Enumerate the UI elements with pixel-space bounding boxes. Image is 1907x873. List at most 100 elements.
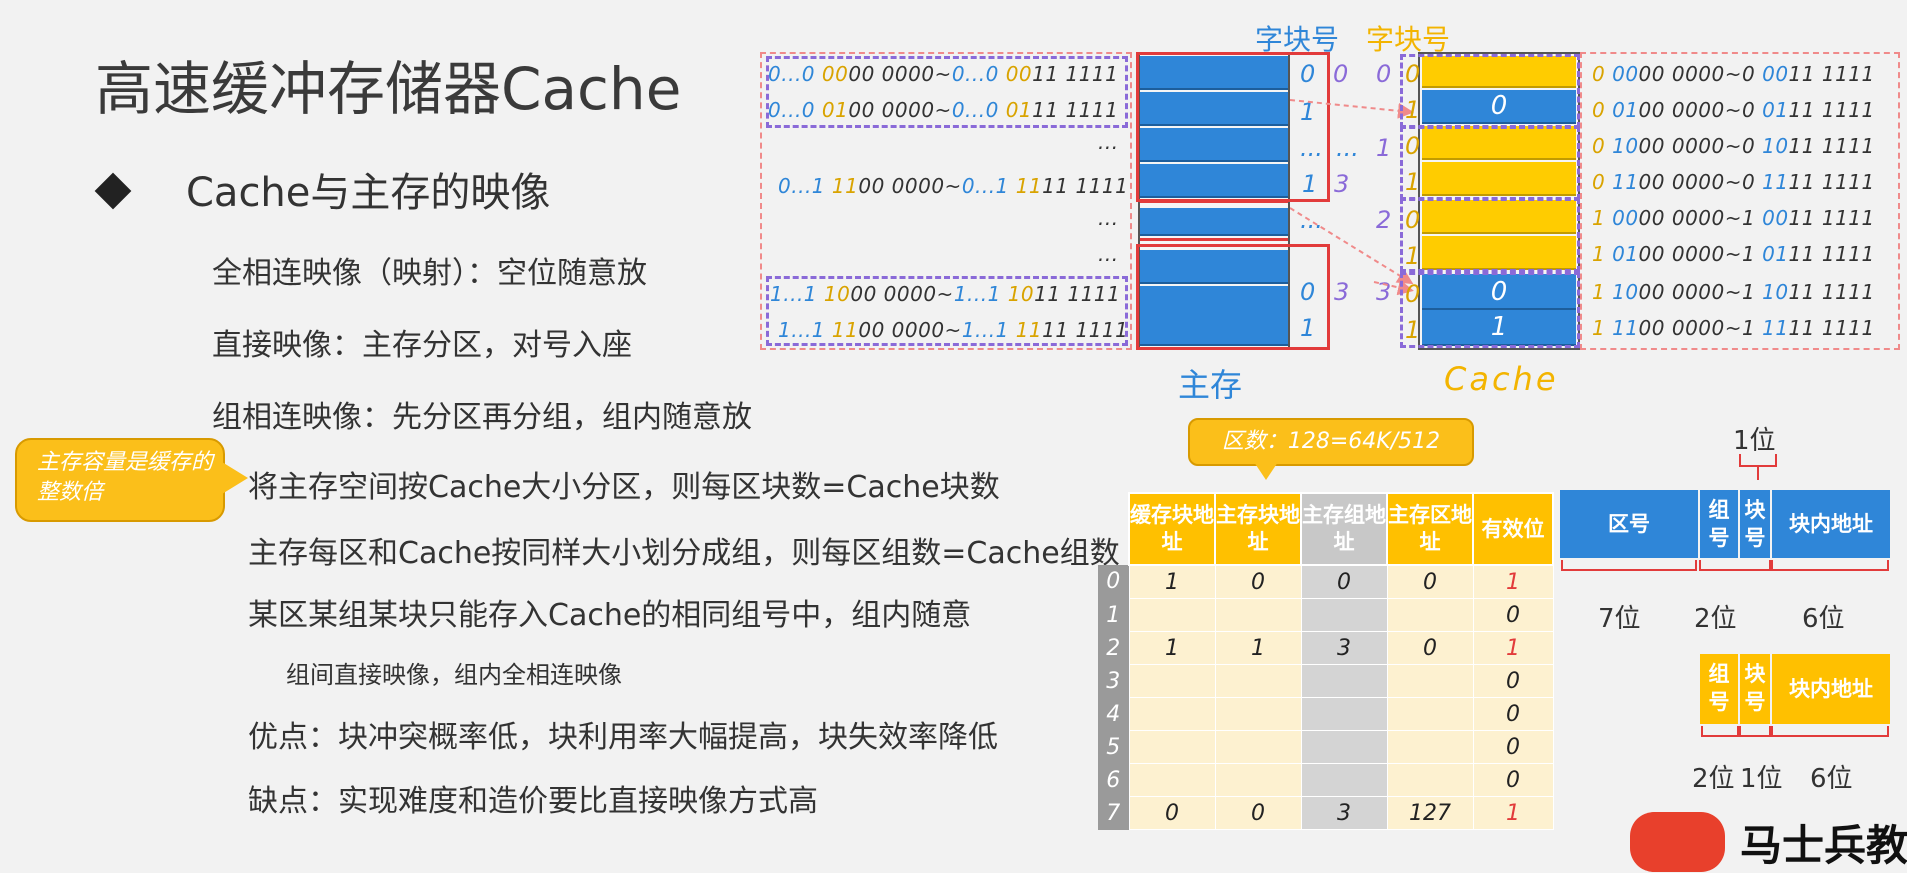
zone-127-highlight (1136, 244, 1330, 350)
field-offset: 块内地址 (1772, 490, 1890, 558)
cache-label: Cache (1444, 360, 1559, 398)
brackets-icon (1701, 726, 1889, 737)
field-zone: 区号 (1560, 490, 1698, 558)
col-main-block: 主存块地址 (1214, 492, 1302, 566)
section-heading: Cache与主存的映像 (94, 160, 550, 218)
cache-group-idx: 0 (1376, 60, 1392, 88)
line-summary: 组间直接映像，组内全相连映像 (286, 661, 622, 689)
cache-bits-group: 2位 (1692, 764, 1735, 794)
cache-block: 0 (1422, 90, 1576, 124)
zone-0-highlight (1136, 52, 1330, 202)
main-group-0-box (766, 56, 1128, 128)
cache-block-idx: 0 (1405, 132, 1421, 160)
cache-block-idx: 1 (1405, 316, 1421, 344)
mem-block-idx: 1 (1302, 170, 1318, 198)
bits-offset: 6位 (1802, 604, 1845, 634)
cache-bits-offset: 6位 (1810, 764, 1853, 794)
line-direct: 直接映像：主存分区，对号入座 (212, 328, 632, 363)
mem-block (1140, 164, 1288, 198)
zone-count-bubble: 区数：128=64K/512 (1188, 418, 1474, 466)
mapping-arrows (1290, 99, 1414, 296)
cache-addr-row: 1 1000 0000~1 1011 1111 (1592, 280, 1875, 304)
cache-group-box (1400, 198, 1580, 272)
dots: ... (1300, 134, 1323, 162)
mem-block (1140, 56, 1288, 90)
main-addr-region (760, 52, 1132, 350)
mem-block-idx: 0 (1300, 60, 1316, 88)
cache-group-idx: 2 (1376, 206, 1392, 234)
line-pros: 优点：块冲突概率低，块利用率大幅提高，块失效率降低 (248, 720, 998, 755)
main-group-3-box (766, 276, 1128, 346)
bracket-icon (1739, 454, 1777, 480)
cache-block: 0 (1422, 274, 1576, 310)
main-addr-row: 1...1 1000 0000~1...1 1011 1111 (770, 282, 1121, 306)
line-same-group: 某区某组某块只能存入Cache的相同组号中，组内随意 (248, 598, 972, 633)
mem-block (1140, 92, 1288, 126)
col-main-zone: 主存区地址 (1386, 492, 1474, 566)
cache-group-box (1400, 272, 1580, 348)
cache-addr-row: 0 0100 0000~0 0111 1111 (1592, 98, 1875, 122)
brackets-icon (1561, 560, 1889, 571)
mem-block (1140, 250, 1288, 284)
cache-addr-row: 1 0100 0000~1 0111 1111 (1592, 242, 1875, 266)
callout-tail (222, 462, 248, 494)
brand-name: 马士兵教育 (1740, 821, 1907, 870)
mem-group-idx: 0 (1333, 60, 1349, 88)
cache-block-idx: 1 (1405, 242, 1421, 270)
line-group-split: 主存每区和Cache按同样大小划分成组，则每区组数=Cache组数 (248, 536, 1120, 571)
zone-bubble-tail (1254, 462, 1278, 480)
bits-zone: 7位 (1598, 604, 1641, 634)
mem-block-idx: 0 (1300, 278, 1316, 306)
cache-block-idx: 1 (1405, 168, 1421, 196)
main-addr-row: 1...1 1100 0000~1...1 1111 1111 (778, 318, 1129, 342)
cache-addr-row: 0 1000 0000~0 1011 1111 (1592, 134, 1875, 158)
cache-block (1422, 126, 1576, 160)
cache-block (1422, 162, 1576, 196)
cache-block-idx: 1 (1405, 96, 1421, 124)
main-addr-row: 0...0 0000 0000~0...0 0011 1111 (768, 62, 1119, 86)
line-cons: 缺点：实现难度和造价要比直接映像方式高 (248, 784, 818, 819)
diamond-bullet-icon (94, 172, 132, 210)
col-main-group: 主存组地址 (1300, 492, 1388, 566)
cache-field-offset: 块内地址 (1772, 654, 1890, 724)
dots: ... (1336, 134, 1359, 162)
mem-block (1140, 318, 1288, 346)
dots: ... (1098, 130, 1119, 154)
line-set-assoc: 组相连映像：先分区再分组，组内随意放 (212, 400, 752, 435)
cache-block (1422, 56, 1576, 88)
cache-group-box (1400, 126, 1580, 200)
cache-addr-row: 1 0000 0000~1 0011 1111 (1592, 206, 1875, 230)
cache-addr-row: 0 0000 0000~0 0011 1111 (1592, 62, 1875, 86)
dots: ... (1098, 242, 1119, 266)
line-full-assoc: 全相连映像（映射）：空位随意放 (212, 256, 647, 291)
mem-block (1140, 208, 1288, 236)
mem-block-idx: 1 (1300, 98, 1316, 126)
cache-block (1422, 200, 1576, 234)
cache-addr-region (1580, 52, 1900, 350)
cache-addr-row: 1 1100 0000~1 1111 1111 (1592, 316, 1875, 340)
block-no-label-main: 字块号 (1255, 23, 1340, 56)
line-partition: 将主存空间按Cache大小分区，则每区块数=Cache块数 (248, 470, 1000, 505)
mem-block (1140, 286, 1288, 320)
capacity-callout: 主存容量是缓存的整数倍 (15, 438, 225, 522)
main-memory-label: 主存 (1178, 366, 1243, 404)
page-title: 高速缓冲存储器Cache (95, 55, 682, 123)
mem-group-idx: 3 (1334, 170, 1350, 198)
zone-divider (1140, 238, 1288, 241)
field-group: 组号 (1700, 490, 1738, 558)
cache-block-idx: 0 (1405, 60, 1421, 88)
cache-field-group: 组号 (1700, 654, 1738, 724)
col-valid-bit: 有效位 (1472, 492, 1554, 566)
bits-label-block: 1位 (1733, 426, 1776, 456)
field-block: 块号 (1740, 490, 1770, 558)
cache-block-idx: 0 (1405, 280, 1421, 308)
